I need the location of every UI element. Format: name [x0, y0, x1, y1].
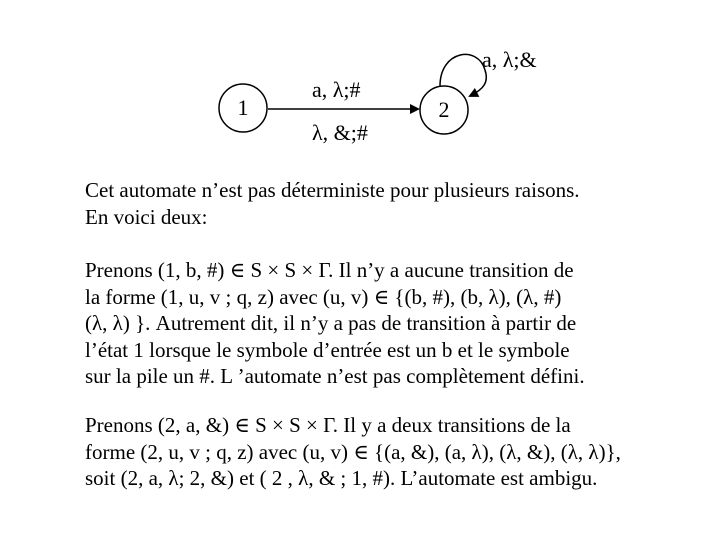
intro-line: En voici deux:	[85, 204, 208, 229]
case1-paragraph: Prenons (1, b, #) ∈ S × S × Γ. Il n’y a …	[85, 257, 585, 390]
transition-label-top: a, λ;#	[312, 77, 361, 102]
loop-on-2-arrow	[439, 53, 488, 97]
state-2-circle	[419, 85, 469, 135]
case1-line: Prenons (1, b, #) ∈ S × S × Γ. Il n’y a …	[85, 258, 574, 282]
state-2-label: 2	[438, 97, 450, 122]
case2-line: forme (2, u, v ; q, z) avec (u, v) ∈ {(a…	[85, 439, 621, 464]
case2-line: soit (2, a, λ; 2, &) et ( 2 , λ, & ; 1, …	[85, 466, 598, 490]
intro-paragraph: Cet automate n’est pas déterministe pour…	[85, 177, 580, 230]
case1-line: l’état 1 lorsque le symbole d’entrée est…	[85, 337, 570, 362]
case2-line: Prenons (2, a, &) ∈ S × S × Γ. Il y a de…	[85, 413, 571, 437]
transition-label-bottom: λ, &;#	[312, 120, 368, 145]
intro-line: Cet automate n’est pas déterministe pour…	[85, 178, 580, 202]
case1-line: (λ, λ) }. Autrement dit, il n’y a pas de…	[85, 311, 577, 335]
state-1-circle	[218, 83, 268, 133]
case1-line: sur la pile un #. L ’automate n’est pas …	[85, 364, 585, 388]
state-1-label: 1	[237, 95, 249, 120]
case1-line: la forme (1, u, v ; q, z) avec (u, v) ∈ …	[85, 284, 562, 309]
loop-transition-label: a, λ;&	[482, 47, 537, 72]
case2-paragraph: Prenons (2, a, &) ∈ S × S × Γ. Il y a de…	[85, 412, 621, 492]
automaton-graph	[218, 53, 488, 135]
automaton-diagram: 1 2 a, λ;# λ, &;# a, λ;&	[0, 0, 720, 170]
